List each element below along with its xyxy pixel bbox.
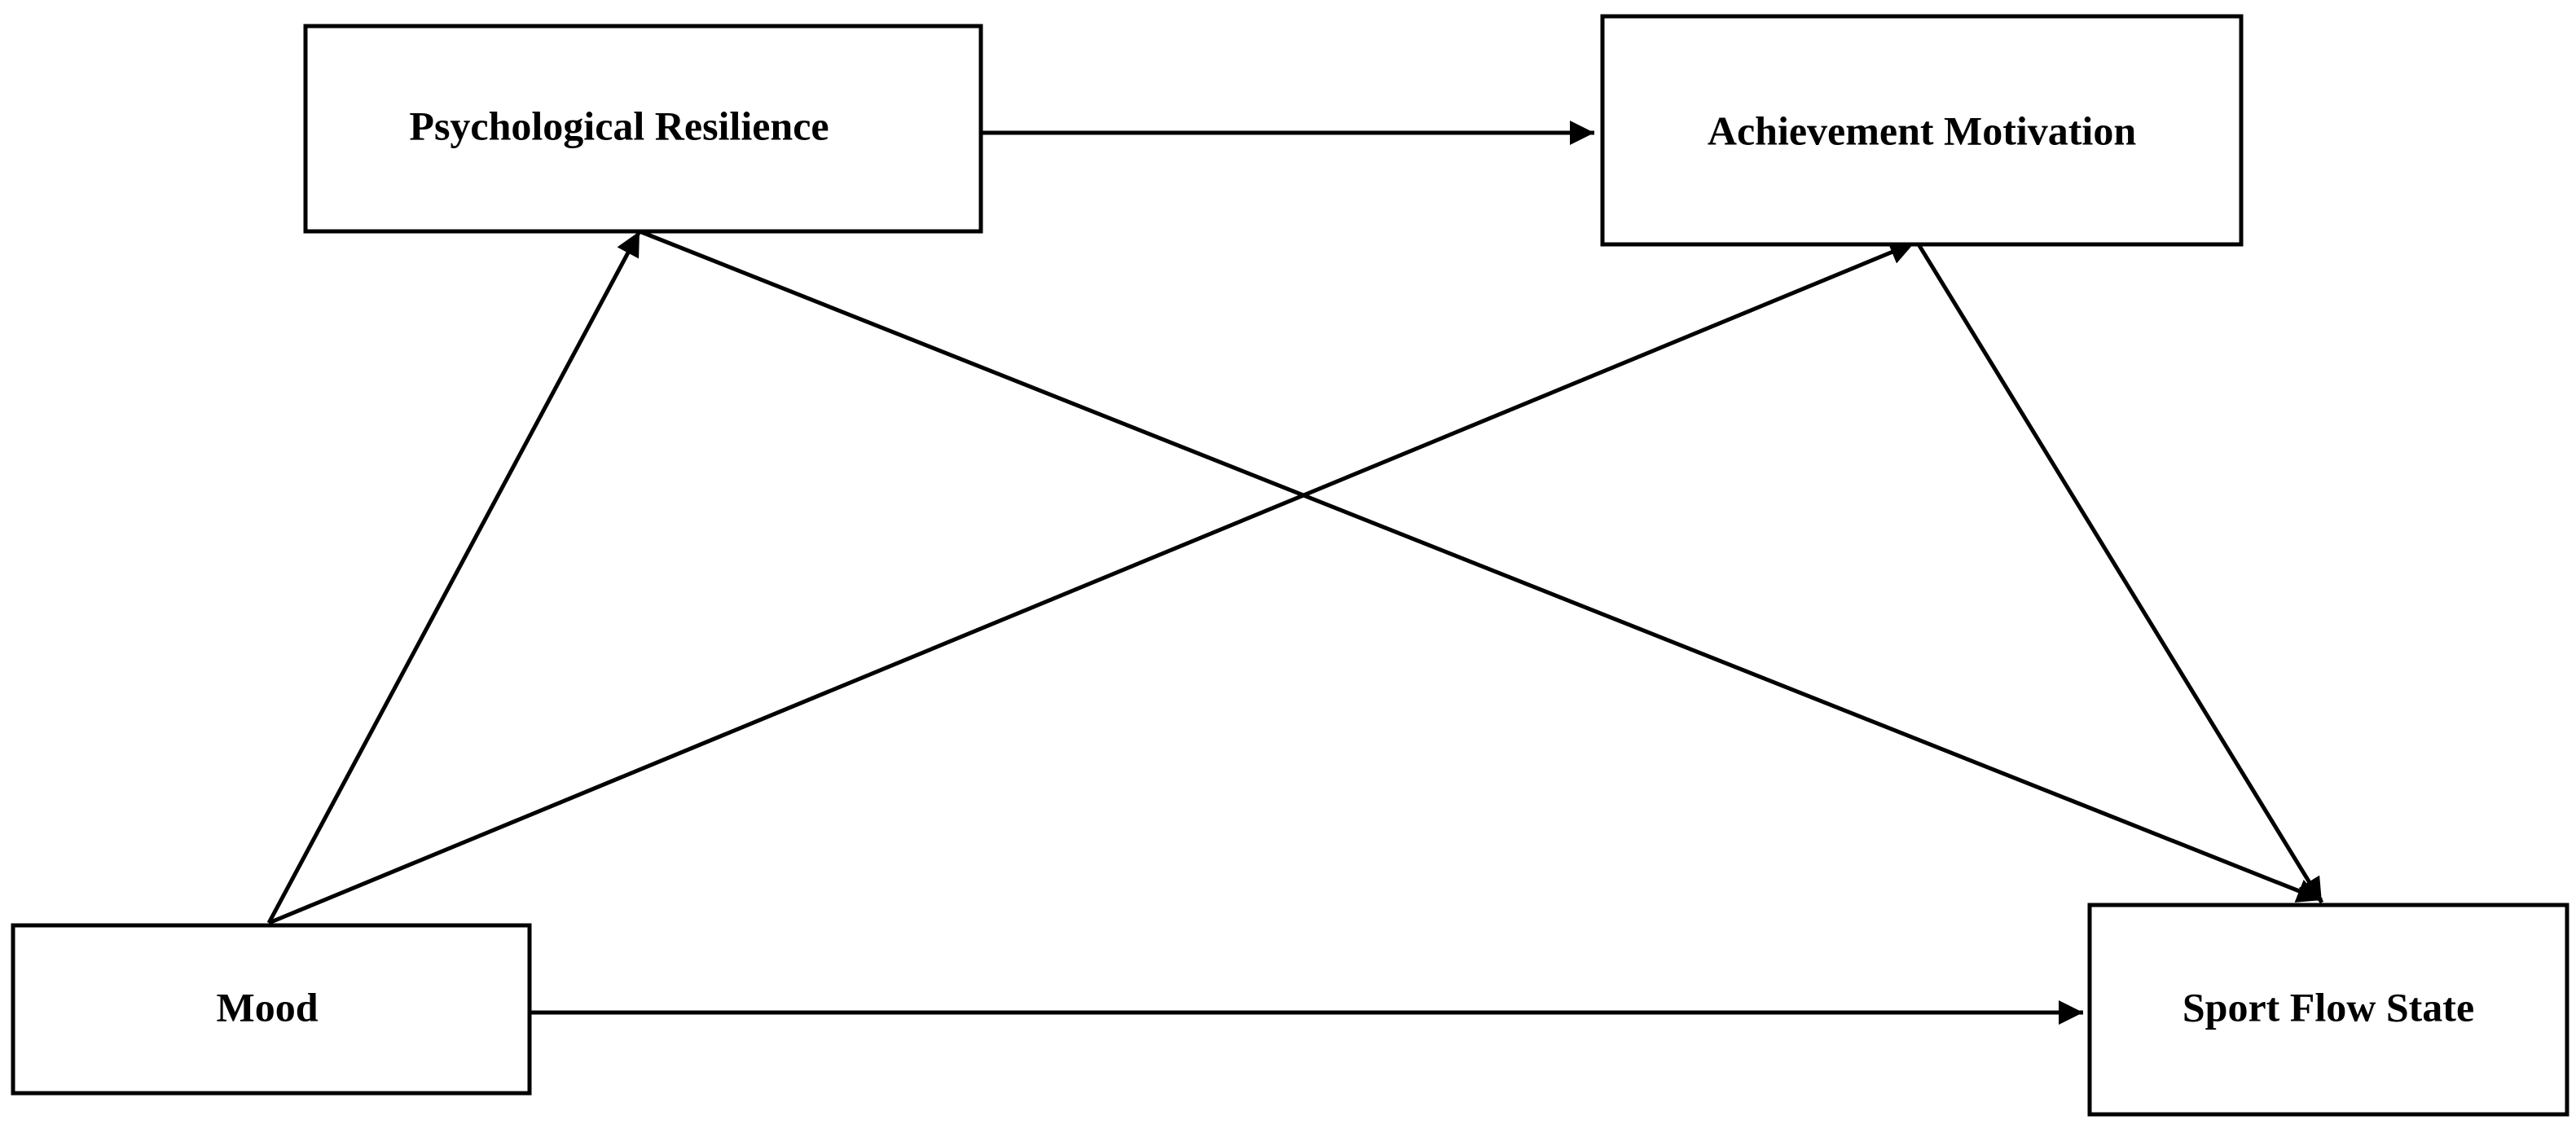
edge-mood-to-resilience xyxy=(266,230,642,925)
edge-mood-to-motivation xyxy=(268,240,1915,925)
node-label: Mood xyxy=(217,984,319,1030)
node-label: Sport Flow State xyxy=(2183,984,2474,1030)
edge-resilience-to-flow xyxy=(639,229,2323,903)
node-label: Achievement Motivation xyxy=(1708,108,2136,153)
edge-motivation-to-flow xyxy=(1916,243,2324,904)
node-mood: Mood xyxy=(11,923,532,1096)
node-achievement-motivation: Achievement Motivation xyxy=(1600,14,2244,247)
node-psychological-resilience: Psychological Resilience xyxy=(303,24,983,234)
node-sport-flow-state: Sport Flow State xyxy=(2087,903,2569,1117)
node-label: Psychological Resilience xyxy=(409,103,829,148)
